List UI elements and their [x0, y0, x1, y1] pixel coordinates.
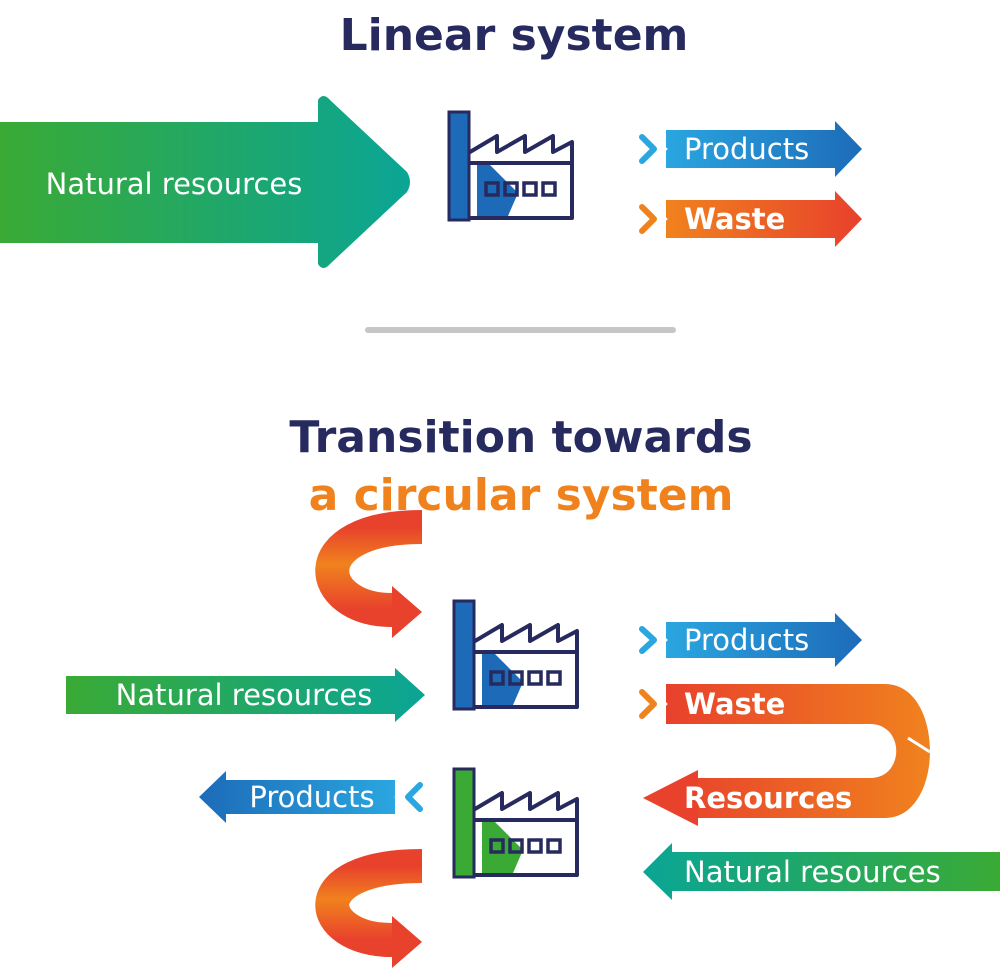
factory-icon	[447, 110, 574, 222]
chevron-right-icon	[639, 626, 657, 654]
linear-waste-label: Waste	[684, 202, 785, 236]
waste-to-resources-loop: Waste Resources	[639, 684, 931, 826]
factory2-products-arrow: Products	[199, 771, 423, 823]
circular-products-arrow: Products	[639, 613, 862, 667]
factory2-products-label: Products	[249, 780, 374, 814]
linear-input-arrow	[0, 96, 410, 268]
chevron-left-icon	[405, 782, 423, 812]
linear-input-label: Natural resources	[46, 167, 303, 201]
linear-title: Linear system	[340, 10, 689, 61]
circular-resources-label: Resources	[684, 781, 852, 815]
circular-input-label: Natural resources	[116, 678, 373, 712]
factory2-input-arrow: Natural resources	[643, 843, 1000, 900]
chevron-right-icon	[639, 689, 657, 719]
circular-title-line1: Transition towards	[289, 412, 752, 463]
circular-input-arrow: Natural resources	[66, 668, 425, 722]
factory-icon	[452, 767, 579, 879]
factory2-input-label: Natural resources	[684, 855, 941, 889]
linear-waste-arrow: Waste	[639, 191, 862, 247]
circular-waste-label: Waste	[684, 687, 785, 721]
reuse-curl-arrow-top	[315, 510, 423, 638]
factory-icon	[452, 599, 579, 711]
linear-products-arrow: Products	[639, 121, 862, 177]
chevron-right-icon	[639, 204, 657, 234]
circular-products-label: Products	[684, 623, 809, 657]
reuse-curl-arrow-bottom	[315, 849, 423, 968]
chevron-right-icon	[639, 134, 657, 164]
linear-products-label: Products	[684, 132, 809, 166]
circular-title-line2: a circular system	[309, 470, 734, 521]
